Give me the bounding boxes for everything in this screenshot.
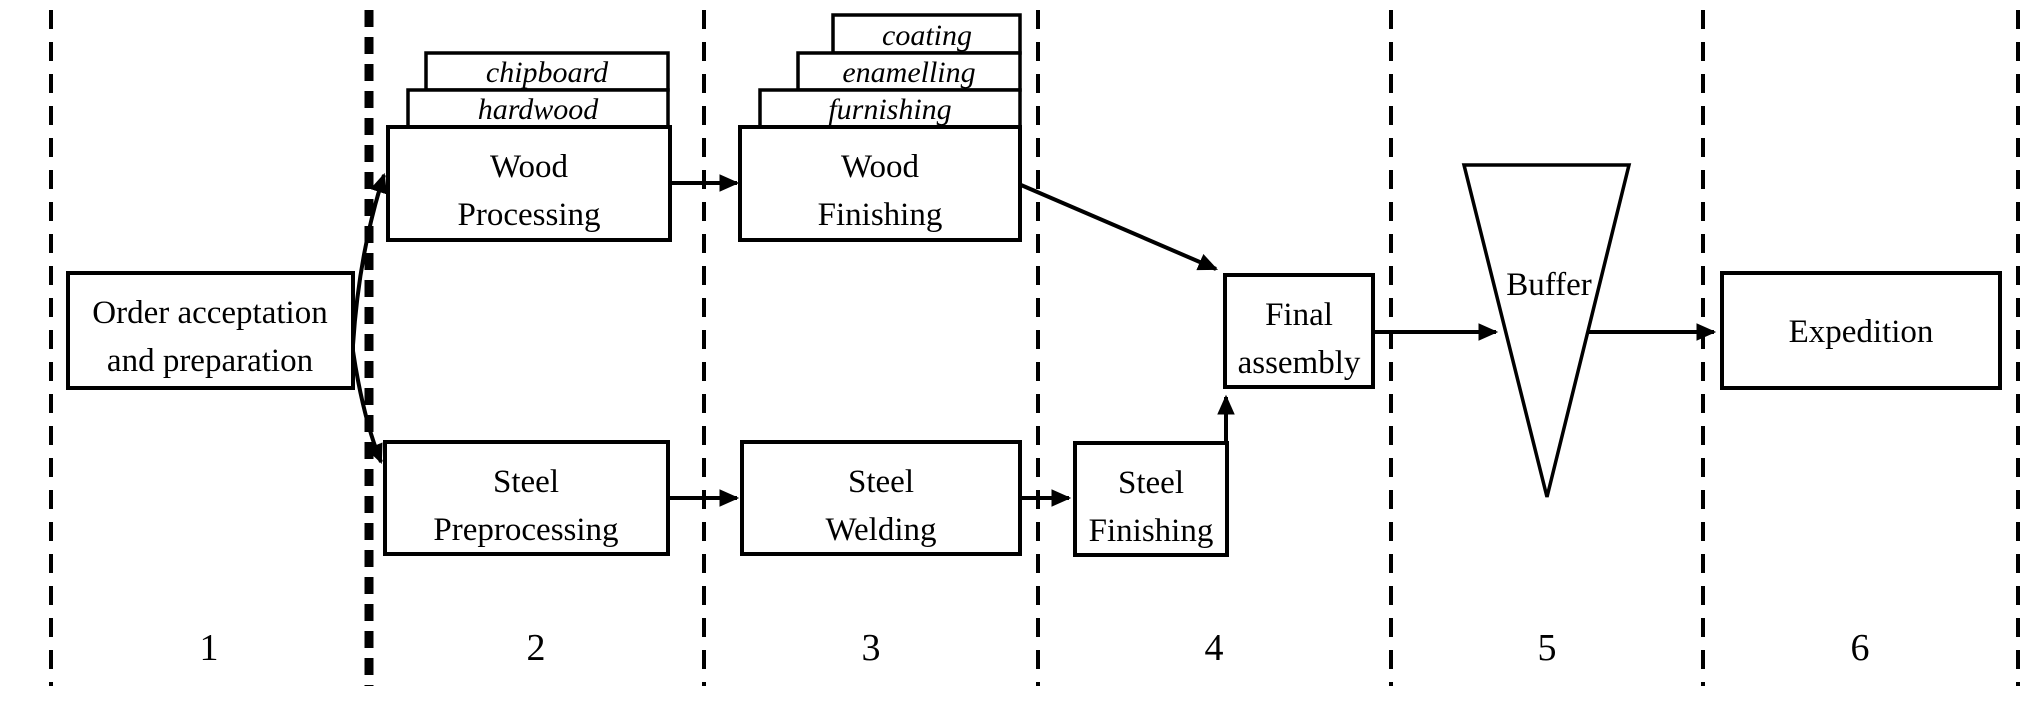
expedition-box: Expedition: [1720, 271, 2002, 390]
final-assembly-box: Final assembly: [1223, 273, 1375, 389]
expedition-rect: [1720, 271, 2002, 390]
hardwood-tab-rect: [406, 88, 670, 129]
stage-number-1: 1: [200, 627, 219, 669]
order-acceptation-label-line1: Order acceptation: [92, 295, 327, 331]
arrow-wood-finishing-to-assembly: [1020, 183, 1219, 271]
steel-finishing-label-line2: Finishing: [1089, 513, 1214, 549]
wood-finishing-rect: [738, 125, 1022, 242]
stage-number-2: 2: [527, 627, 546, 669]
final-assembly-rect: [1223, 273, 1375, 389]
enamelling-tab-label: enamelling: [842, 56, 975, 89]
arrow-order-to-steel-preprocessing: [351, 350, 383, 465]
buffer-funnel: Buffer: [1461, 163, 1632, 498]
coating-tab-label: coating: [882, 19, 972, 52]
stage-number-4: 4: [1205, 627, 1224, 669]
steel-preprocessing-label-line1: Steel: [493, 464, 559, 500]
wood-finishing-stack: coating enamelling furnishing Wood Finis…: [738, 13, 1022, 242]
steel-finishing-box: Steel Finishing: [1073, 441, 1229, 557]
wood-finishing-label-line2: Finishing: [818, 197, 943, 233]
wood-processing-rect: [386, 125, 672, 242]
steel-preprocessing-rect: [383, 440, 670, 556]
wood-processing-stack: chipboard hardwood Wood Processing: [386, 51, 672, 242]
stage-number-row: 1 2 3 4 5 6: [200, 627, 1870, 669]
buffer-label: Buffer: [1506, 267, 1592, 303]
wood-finishing-label-line1: Wood: [841, 149, 920, 185]
expedition-label: Expedition: [1789, 314, 1934, 350]
chipboard-tab-label: chipboard: [486, 56, 609, 89]
stage-number-3: 3: [862, 627, 881, 669]
final-assembly-label-line2: assembly: [1238, 345, 1361, 381]
chipboard-tab-rect: [424, 51, 670, 92]
wood-processing-label-line1: Wood: [490, 149, 569, 185]
stage-dividers: [49, 10, 2020, 686]
coating-tab-rect: [831, 13, 1022, 55]
steel-welding-label-line2: Welding: [826, 512, 937, 548]
steel-welding-label-line1: Steel: [848, 464, 914, 500]
steel-finishing-rect: [1073, 441, 1229, 557]
furnishing-tab-label: furnishing: [828, 93, 951, 126]
stage-number-5: 5: [1538, 627, 1557, 669]
enamelling-tab-rect: [796, 51, 1022, 92]
buffer-funnel-shape: [1461, 163, 1632, 498]
stage-number-6: 6: [1851, 627, 1870, 669]
wood-processing-label-line2: Processing: [458, 197, 601, 233]
steel-finishing-label-line1: Steel: [1118, 465, 1184, 501]
flow-arrows: [351, 172, 1717, 507]
steel-preprocessing-box: Steel Preprocessing: [383, 440, 670, 556]
order-acceptation-box: Order acceptation and preparation: [66, 271, 355, 390]
furnishing-tab-rect: [758, 88, 1022, 129]
hardwood-tab-label: hardwood: [478, 93, 600, 126]
steel-welding-box: Steel Welding: [740, 440, 1022, 556]
final-assembly-label-line1: Final: [1265, 297, 1333, 333]
order-acceptation-rect: [66, 271, 355, 390]
steel-welding-rect: [740, 440, 1022, 556]
steel-preprocessing-label-line2: Preprocessing: [433, 512, 618, 548]
order-acceptation-label-line2: and preparation: [107, 343, 313, 379]
